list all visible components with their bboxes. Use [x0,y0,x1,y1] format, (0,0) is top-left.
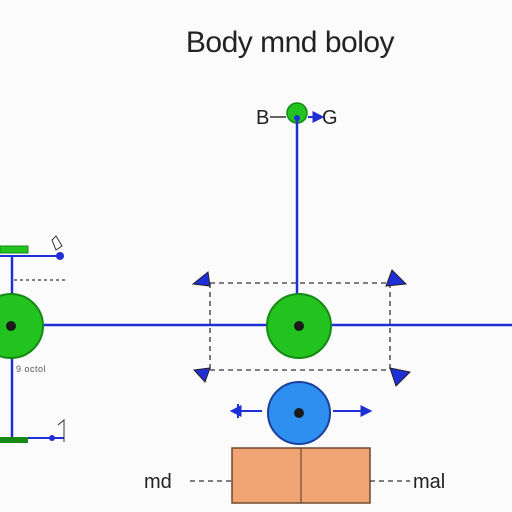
corner-marker-bottom-left [192,367,211,383]
left-caption: 9 octol [16,364,46,374]
bottom-left-label: md [144,471,172,493]
left-bottom-bracket [57,418,65,442]
corner-marker-top-right [385,269,408,287]
top-node-pivot-icon [294,115,300,121]
top-label-left: B [256,107,269,129]
corner-marker-top-left [191,271,211,287]
corner-marker-bottom-right [389,367,412,387]
left-bottom-pivot-icon [49,435,55,441]
left-disc-center-icon [6,321,16,331]
blue-disc-center-icon [294,408,304,418]
left-top-bracket [51,235,63,251]
bottom-right-label: mal [413,471,445,493]
left-green-disc [0,293,44,359]
center-disc-pivot-icon [294,321,304,331]
top-label-right: G [322,107,338,129]
left-top-pivot-icon [56,252,64,260]
left-top-plate [0,245,29,254]
diagram-title: Body mnd boloy [186,26,395,59]
